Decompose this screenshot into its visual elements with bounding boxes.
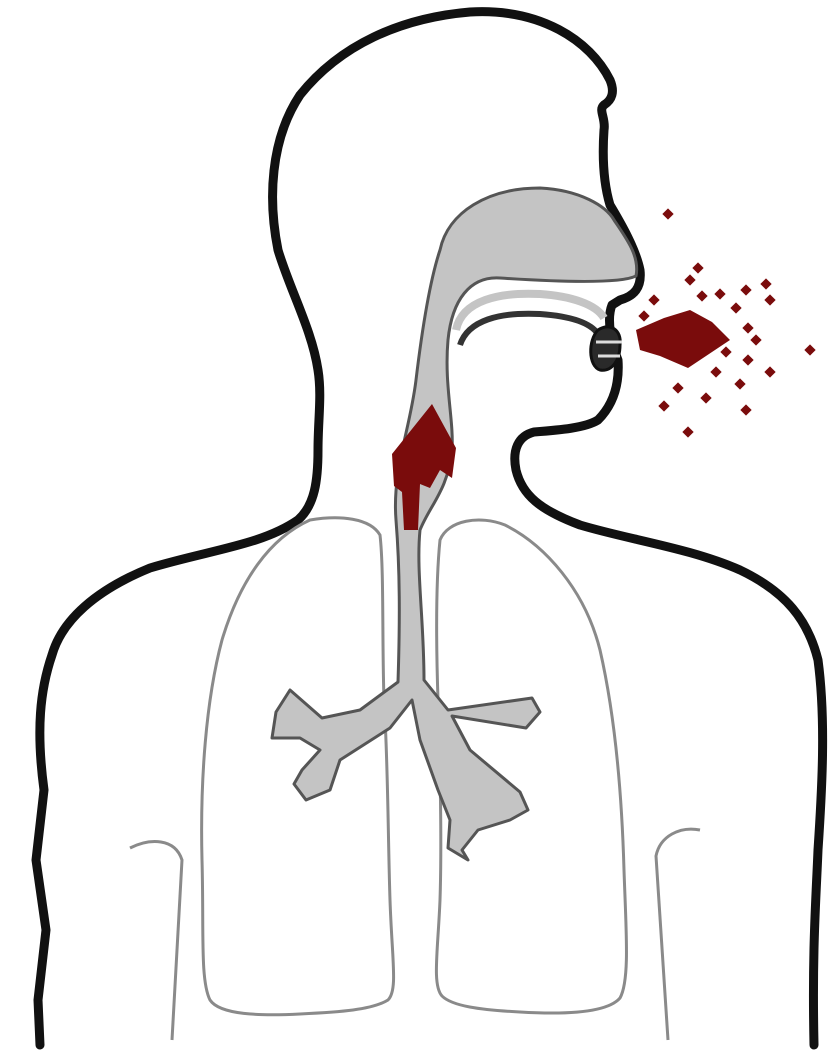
droplet-speck [662,208,673,219]
diaphragm-left [130,842,182,1040]
droplet-speck [742,322,753,333]
droplet-speck [730,302,741,313]
droplet-speck [764,366,775,377]
droplet-speck [740,404,751,415]
left-lung [202,518,394,1015]
droplet-speck [714,288,725,299]
droplet-speck [710,366,721,377]
droplet-speck [750,334,761,345]
droplet-speck [742,354,753,365]
droplet-speck [638,310,649,321]
body-silhouette [36,12,823,1045]
droplet-speck [682,426,693,437]
droplet-speck [692,262,703,273]
oral-cavity-band-lower [460,314,598,345]
droplet-speck [804,344,815,355]
droplet-speck [760,278,771,289]
droplet-speck [684,274,695,285]
droplet-speck [700,392,711,403]
droplet-speck [734,378,745,389]
droplet-burst-icon [636,310,730,368]
droplet-speck [658,400,669,411]
droplet-speck [740,284,751,295]
droplet-speck [720,346,731,357]
droplet-speck [696,290,707,301]
droplet-speck [648,294,659,305]
droplet-speck [672,382,683,393]
droplet-speck [764,294,775,305]
diaphragm-right [656,829,700,1040]
